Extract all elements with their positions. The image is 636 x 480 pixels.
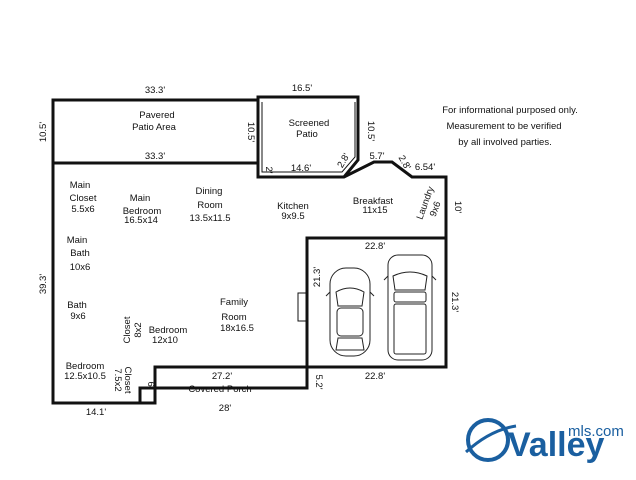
- dim-garage-top: 22.8': [365, 241, 385, 252]
- disclaimer-line-2: Measurement to be verified: [446, 121, 561, 132]
- svg-text:5.5x6: 5.5x6: [71, 204, 94, 215]
- dim-screened-small: 2': [263, 166, 274, 173]
- dim-porch-top: 27.2': [212, 371, 232, 382]
- logo-swoosh-icon: [466, 418, 510, 462]
- svg-text:8x2: 8x2: [133, 322, 144, 337]
- room-main-bath: Main Bath 10x6: [67, 235, 91, 273]
- svg-text:Closet: Closet: [122, 316, 133, 343]
- svg-text:Bedroom: Bedroom: [149, 325, 188, 336]
- valleymls-logo: Valley mls.com: [464, 418, 624, 464]
- svg-text:Bedroom: Bedroom: [123, 206, 162, 217]
- dim-screened-top: 16.5': [292, 83, 312, 94]
- svg-text:7.5x2: 7.5x2: [112, 368, 123, 391]
- svg-text:12x10: 12x10: [152, 335, 178, 346]
- svg-text:Patio: Patio: [296, 129, 318, 140]
- screened-patio-outline: [256, 95, 360, 178]
- dim-screened-right: 10.5': [365, 121, 376, 141]
- svg-text:Pavered: Pavered: [139, 110, 174, 121]
- svg-text:Closet: Closet: [122, 367, 133, 394]
- room-bath: Bath 9x6: [67, 300, 87, 322]
- dim-screened-bottom: 14.6': [291, 163, 311, 174]
- room-closet: Closet 8x2: [122, 316, 144, 343]
- room-breakfast: Breakfast 11x15: [353, 196, 393, 216]
- svg-text:16.5x14: 16.5x14: [124, 215, 158, 226]
- dim-left-wall: 39.3': [38, 274, 49, 294]
- disclaimer-line-1: For informational purposed only.: [442, 105, 578, 116]
- svg-text:Main: Main: [67, 235, 88, 246]
- svg-text:Bath: Bath: [70, 248, 90, 259]
- svg-text:11x15: 11x15: [362, 205, 387, 216]
- dim-porch-left: 6': [145, 381, 156, 388]
- garage-door-symbol: [297, 292, 307, 322]
- svg-text:9x9.5: 9x9.5: [281, 211, 304, 222]
- disclaimer-line-3: by all involved parties.: [458, 137, 551, 148]
- dim-right-wall: 10': [452, 201, 463, 214]
- room-screened-patio: Screened Patio: [289, 118, 330, 140]
- dim-porch-right: 5.2': [313, 374, 324, 389]
- svg-text:Family: Family: [220, 297, 248, 308]
- svg-text:Bedroom: Bedroom: [66, 361, 105, 372]
- dim-garage-bottom: 22.8': [365, 371, 385, 382]
- patio-outline: [51, 98, 260, 163]
- dim-laundry-top: 6.54': [415, 162, 435, 173]
- svg-text:Breakfast: Breakfast: [353, 196, 393, 207]
- dim-breakfast-top: 5.7': [369, 151, 384, 162]
- svg-text:9x6: 9x6: [70, 311, 85, 322]
- dim-patio-bottom: 33.3': [145, 151, 165, 162]
- room-family-room: Family Room 18x16.5: [220, 297, 254, 334]
- truck-icon: [383, 254, 437, 361]
- room-dining-room: Dining Room 13.5x11.5: [189, 186, 230, 224]
- dim-laundry-diag: 2.8': [396, 153, 413, 172]
- svg-text:12.5x10.5: 12.5x10.5: [64, 371, 106, 382]
- porch-outline: [138, 365, 309, 405]
- svg-text:Covered Porch: Covered Porch: [188, 384, 251, 395]
- logo-brand: Valley: [508, 426, 605, 464]
- svg-text:9x6: 9x6: [428, 200, 444, 218]
- dim-patio-right: 10.5': [245, 122, 256, 142]
- screened-inner-wall: [261, 102, 356, 173]
- svg-text:Main: Main: [70, 180, 91, 191]
- car-icon: [325, 267, 375, 357]
- room-bedroom-2: Bedroom 12.5x10.5: [64, 361, 106, 382]
- room-kitchen: Kitchen 9x9.5: [277, 201, 309, 222]
- room-bedroom: Bedroom 12x10: [149, 325, 188, 346]
- room-laundry: Laundry 9x6: [415, 185, 444, 221]
- svg-text:Patio Area: Patio Area: [132, 122, 177, 133]
- svg-text:Room: Room: [221, 312, 246, 323]
- svg-text:Main: Main: [130, 193, 151, 204]
- svg-text:Room: Room: [197, 200, 222, 211]
- svg-text:Bath: Bath: [67, 300, 87, 311]
- svg-text:Kitchen: Kitchen: [277, 201, 309, 212]
- garage-outline: [307, 236, 448, 369]
- room-covered-porch: Covered Porch: [188, 384, 251, 395]
- dim-bottom-left: 14.1': [86, 407, 106, 418]
- dim-patio-top: 33.3': [145, 85, 165, 96]
- svg-text:Screened: Screened: [289, 118, 330, 129]
- svg-text:13.5x11.5: 13.5x11.5: [189, 213, 230, 224]
- svg-text:18x16.5: 18x16.5: [220, 323, 254, 334]
- room-main-bedroom: Main Bedroom 16.5x14: [123, 193, 162, 226]
- dim-porch-bottom: 28': [219, 403, 232, 414]
- dim-garage-left: 21.3': [312, 267, 323, 287]
- logo-suffix: mls.com: [568, 423, 624, 440]
- room-closet-2: Closet 7.5x2: [112, 367, 133, 394]
- room-pavered-patio: Pavered Patio Area: [132, 110, 177, 133]
- dim-garage-right: 21.3': [449, 292, 460, 312]
- svg-text:Dining: Dining: [196, 186, 223, 197]
- svg-text:Closet: Closet: [70, 193, 97, 204]
- room-main-closet: Main Closet 5.5x6: [70, 180, 97, 215]
- dim-patio-left: 10.5': [38, 122, 49, 142]
- svg-text:10x6: 10x6: [70, 262, 91, 273]
- dim-screened-diag: 2.8': [335, 151, 352, 170]
